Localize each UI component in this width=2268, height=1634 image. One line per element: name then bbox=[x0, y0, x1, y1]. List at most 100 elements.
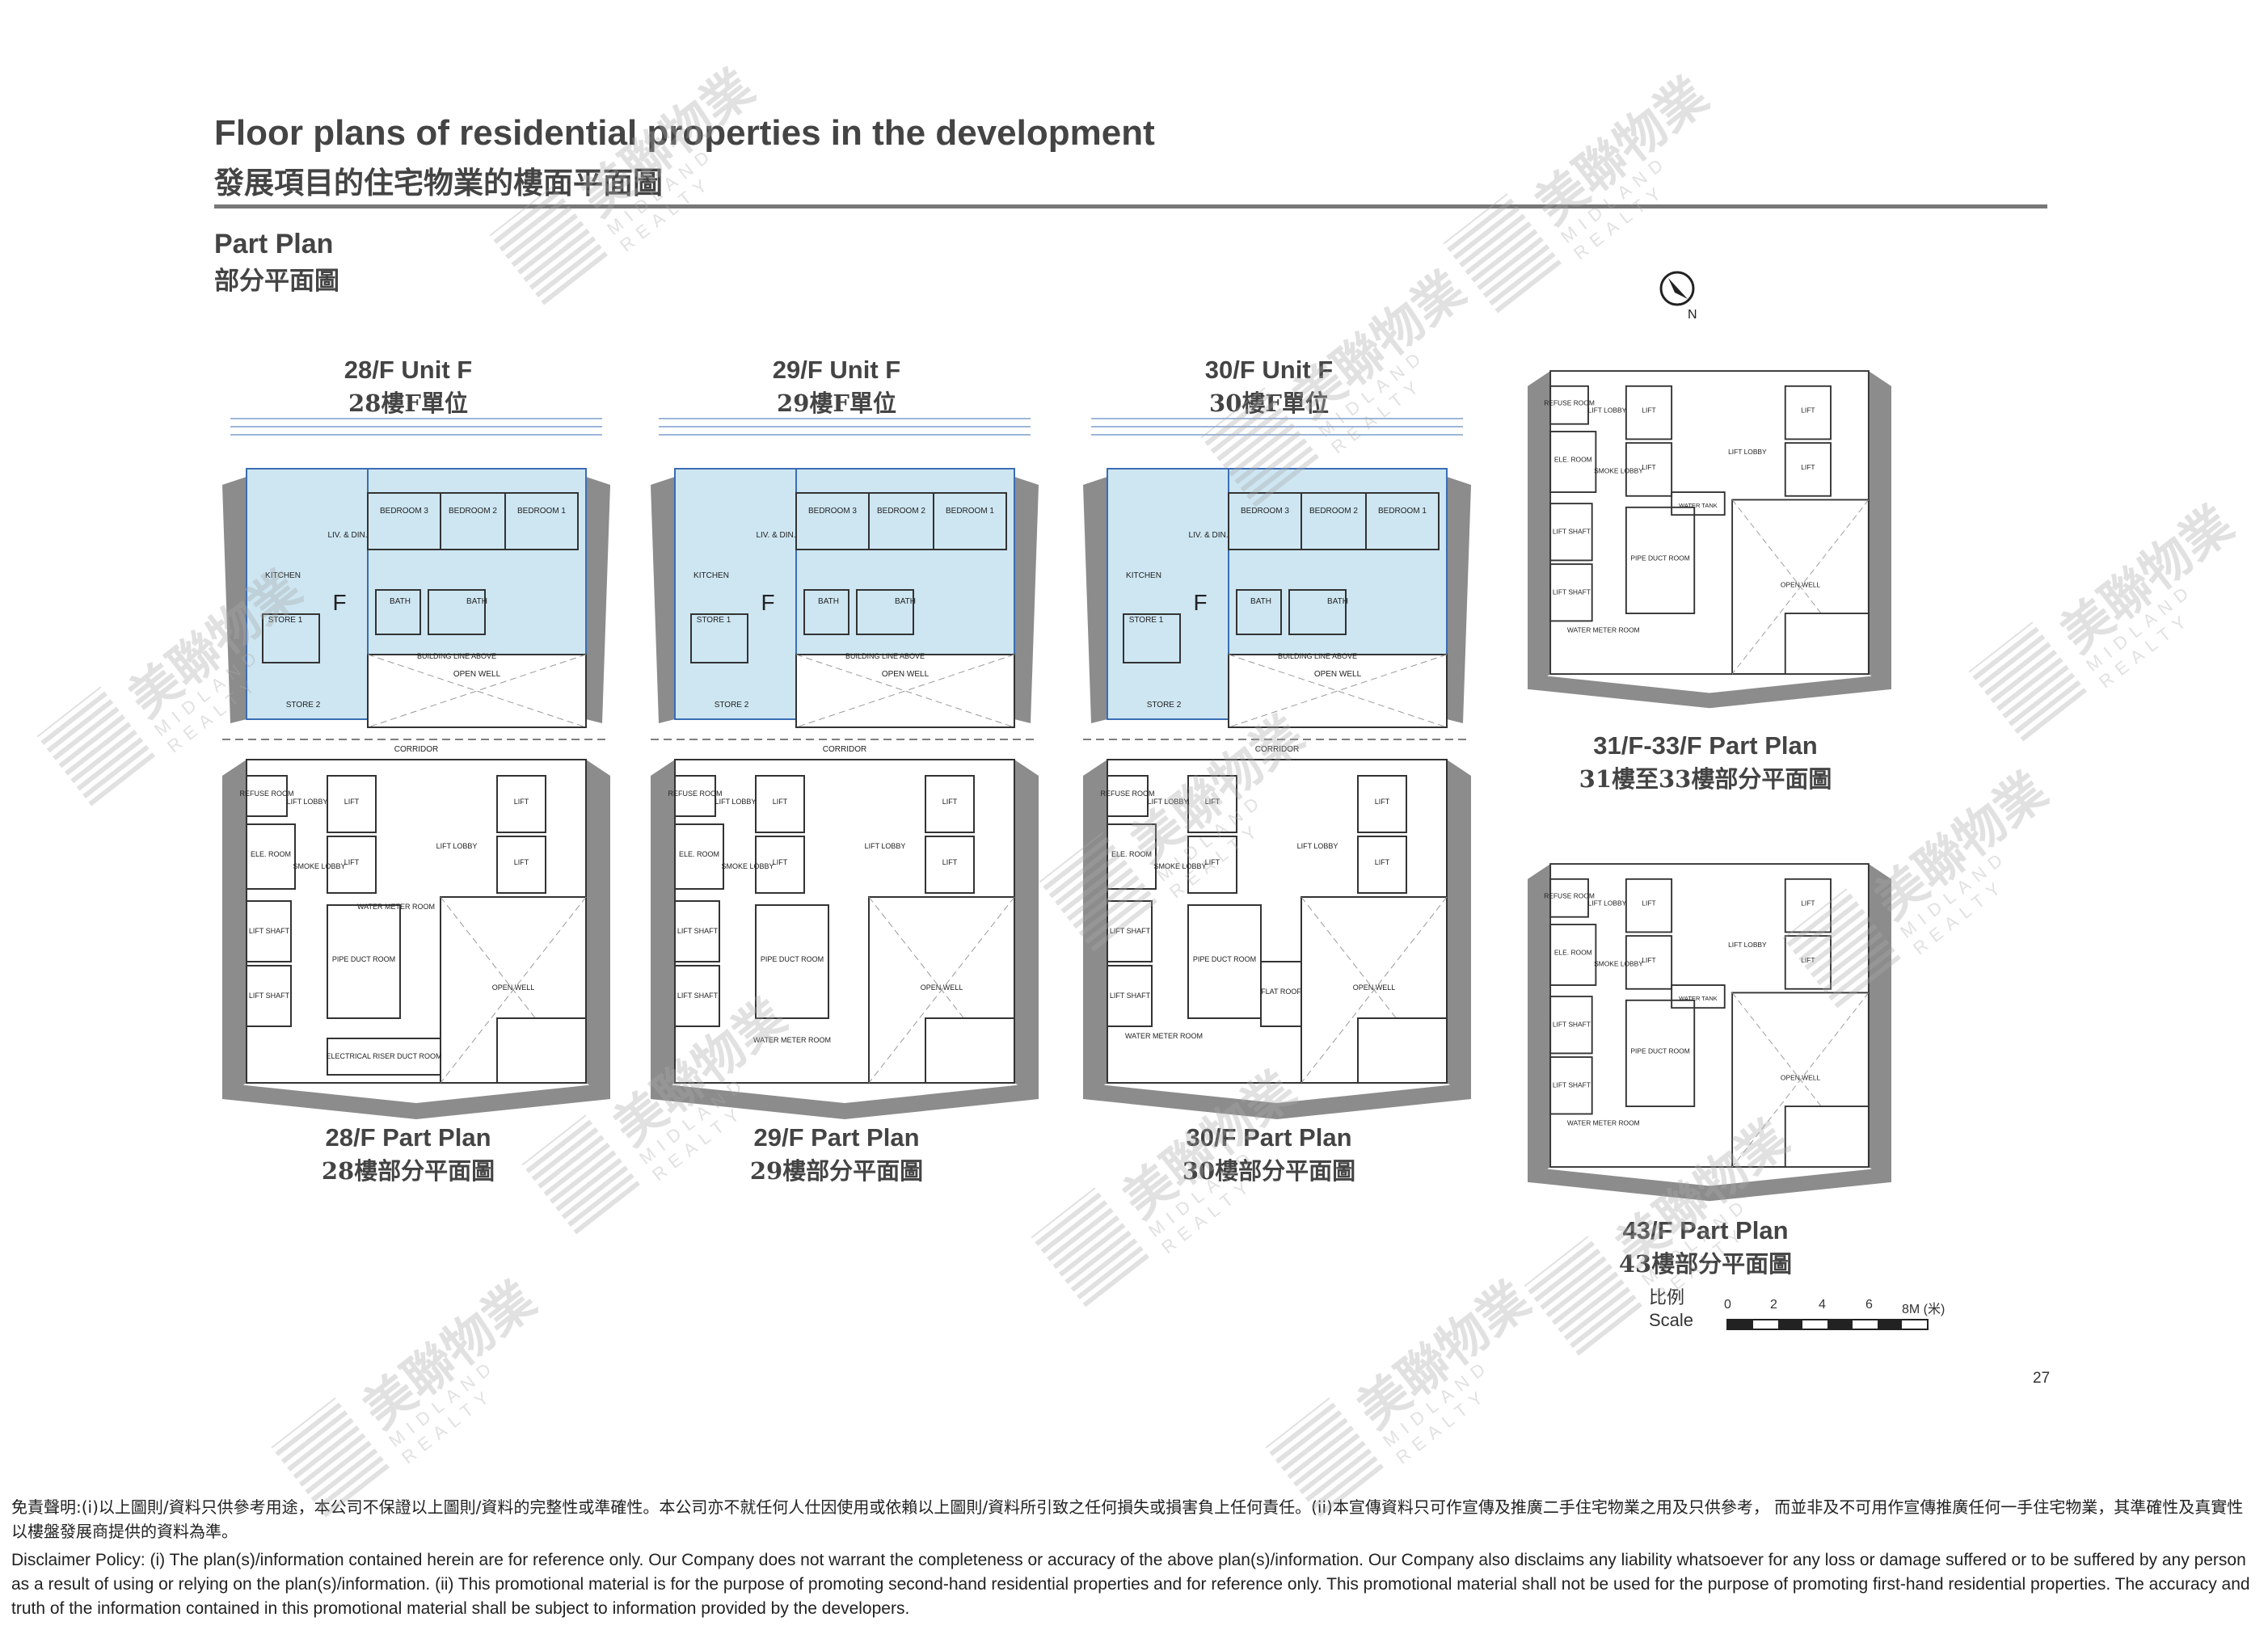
bath-label-2: BATH bbox=[466, 597, 487, 606]
header-rule bbox=[214, 204, 2047, 208]
smoke-lobby-label: SMOKE LOBBY bbox=[293, 862, 345, 870]
lift-shaft-label-2: LIFT SHAFT bbox=[1553, 588, 1591, 596]
lift-lobby-label: LIFT LOBBY bbox=[287, 798, 328, 806]
compass-icon: N bbox=[1659, 271, 1697, 322]
store-2-label: STORE 2 bbox=[715, 701, 749, 710]
open-well-diagonal bbox=[1731, 499, 1870, 675]
exterior-wall-right bbox=[1868, 864, 1891, 1182]
lift-shaft-label-2: LIFT SHAFT bbox=[1110, 992, 1151, 1000]
lift-label: LIFT bbox=[1642, 899, 1655, 908]
building-line-label: BUILDING LINE ABOVE bbox=[1278, 652, 1357, 660]
open-well-label: OPEN WELL bbox=[1314, 670, 1362, 679]
lift-car-4 bbox=[1784, 935, 1832, 990]
bedroom-3-label: BEDROOM 3 bbox=[808, 507, 857, 516]
lift-shaft-label: LIFT SHAFT bbox=[1553, 528, 1591, 536]
refuse-room bbox=[1107, 775, 1149, 817]
water-tank bbox=[1671, 491, 1726, 516]
lift-label-2: LIFT bbox=[1642, 956, 1655, 964]
unit-area-west bbox=[246, 468, 369, 720]
electrical-riser-label: ELECTRICAL RISER DUCT ROOM bbox=[326, 1052, 441, 1060]
bath-label-2: BATH bbox=[895, 597, 916, 606]
store-1-label: STORE 1 bbox=[697, 616, 731, 625]
lift-car-4 bbox=[1784, 442, 1832, 497]
store-room bbox=[262, 613, 320, 663]
bedroom-1-label: BEDROOM 1 bbox=[1378, 507, 1427, 516]
refuse-room-label: REFUSE ROOM bbox=[239, 790, 293, 798]
lift-label-3: LIFT bbox=[1801, 406, 1815, 415]
pipe-duct-room-label: PIPE DUCT ROOM bbox=[761, 955, 824, 963]
unit-letter: F bbox=[761, 590, 774, 615]
lift-lobby-label-2: LIFT LOBBY bbox=[865, 842, 906, 850]
water-meter-label: WATER METER ROOM bbox=[753, 1036, 831, 1044]
bedroom-1 bbox=[1365, 492, 1440, 550]
page-number: 27 bbox=[2033, 1370, 2051, 1387]
ele-room-label: ELE. ROOM bbox=[251, 850, 291, 858]
refuse-room-label: REFUSE ROOM bbox=[1100, 790, 1154, 798]
water-meter-label: WATER METER ROOM bbox=[1567, 626, 1640, 634]
water-meter-label: WATER METER ROOM bbox=[357, 903, 435, 911]
refuse-room bbox=[674, 775, 716, 817]
bedroom-2-label: BEDROOM 2 bbox=[877, 507, 925, 516]
open-well-label: OPEN WELL bbox=[1353, 983, 1396, 992]
lift-label-3: LIFT bbox=[514, 798, 529, 806]
refuse-room-label: REFUSE ROOM bbox=[1544, 891, 1595, 899]
bath-room bbox=[1236, 589, 1282, 635]
building-line-label: BUILDING LINE ABOVE bbox=[417, 652, 496, 660]
lift-label-3: LIFT bbox=[942, 798, 958, 806]
exterior-wall-bottom bbox=[1083, 1083, 1471, 1119]
kitchen-label: KITCHEN bbox=[265, 571, 301, 580]
lift-car-3 bbox=[1357, 775, 1407, 833]
water-meter-label: WATER METER ROOM bbox=[1567, 1119, 1640, 1127]
lift-shaft-label: LIFT SHAFT bbox=[1553, 1021, 1591, 1029]
watermark-bars-icon bbox=[1031, 1187, 1149, 1308]
bath-room bbox=[803, 589, 849, 635]
water-tank bbox=[1671, 984, 1726, 1009]
lift-car bbox=[1625, 878, 1673, 933]
exterior-wall-left bbox=[1083, 760, 1107, 1099]
lift-label-3: LIFT bbox=[1375, 798, 1390, 806]
north-compass: N bbox=[1657, 268, 1705, 329]
pipe-duct-room-label: PIPE DUCT ROOM bbox=[1630, 1047, 1689, 1055]
lift-label: LIFT bbox=[344, 798, 360, 806]
bath-label: BATH bbox=[818, 597, 839, 606]
ele-room bbox=[1549, 431, 1597, 493]
flat-roof bbox=[1260, 961, 1302, 1027]
page-title-zh: 發展項目的住宅物業的樓面平面圖 bbox=[214, 165, 663, 200]
water-meter-label: WATER METER ROOM bbox=[1125, 1032, 1203, 1040]
lift-car-3 bbox=[1784, 385, 1832, 440]
ele-room-label: ELE. ROOM bbox=[1111, 850, 1152, 858]
refuse-room-label: REFUSE ROOM bbox=[668, 790, 722, 798]
lift-shaft-label: LIFT SHAFT bbox=[249, 927, 290, 935]
lift-car-3 bbox=[1784, 878, 1832, 933]
scale-bar bbox=[1726, 1319, 1929, 1330]
lift-shaft-label-2: LIFT SHAFT bbox=[249, 992, 290, 1000]
lift-label-2: LIFT bbox=[1642, 463, 1655, 471]
pipe-duct-room-label: PIPE DUCT ROOM bbox=[1630, 554, 1689, 562]
watermark-bars-icon bbox=[1968, 621, 2087, 742]
stair-notch bbox=[1784, 613, 1870, 675]
smoke-lobby-label: SMOKE LOBBY bbox=[1153, 862, 1206, 870]
lift-label-2: LIFT bbox=[1205, 858, 1220, 866]
pipe-duct-room bbox=[1625, 999, 1696, 1107]
open-well-diagonal bbox=[1731, 992, 1870, 1168]
exterior-wall-left bbox=[651, 477, 675, 723]
compass-label: N bbox=[1688, 308, 1697, 322]
open-well-label: OPEN WELL bbox=[1781, 580, 1820, 588]
bedroom-3-label: BEDROOM 3 bbox=[380, 507, 428, 516]
open-well-diagonal bbox=[795, 654, 1015, 728]
lift-lobby-label: LIFT LOBBY bbox=[715, 798, 757, 806]
scale-ticks: 0 2 4 6 8M (米) bbox=[1724, 1298, 1946, 1316]
store-1-label: STORE 1 bbox=[268, 616, 303, 625]
smoke-lobby-label: SMOKE LOBBY bbox=[721, 862, 774, 870]
lift-car-2 bbox=[755, 836, 805, 894]
lift-lobby-label: LIFT LOBBY bbox=[1148, 798, 1189, 806]
